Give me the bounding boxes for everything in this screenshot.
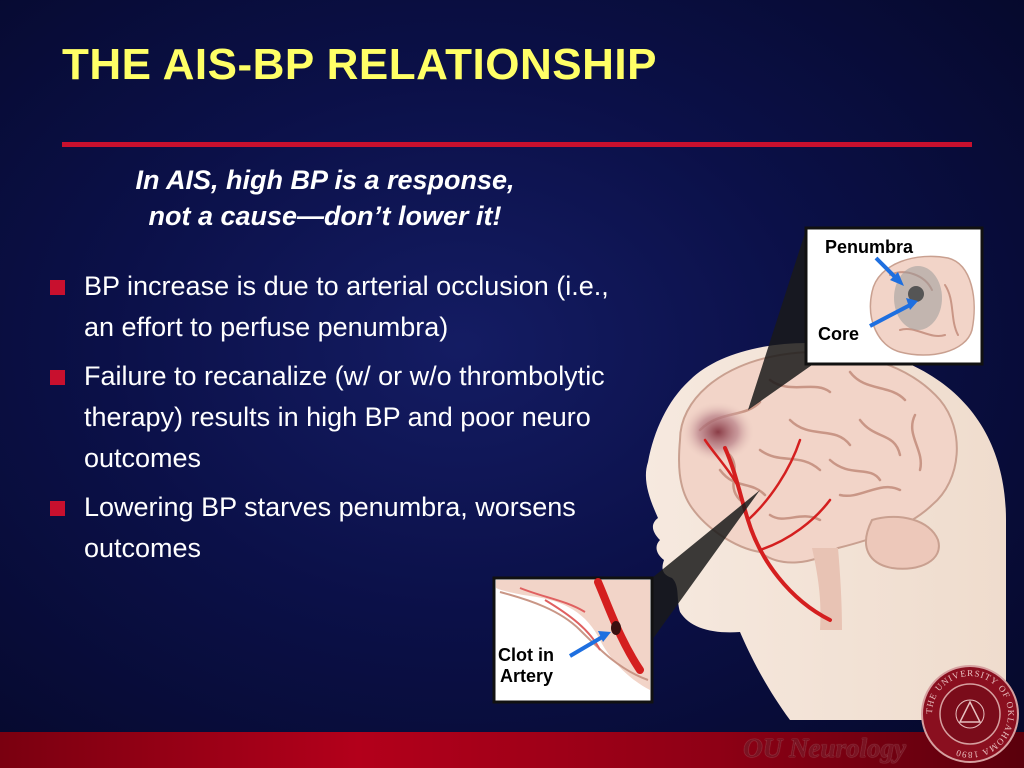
lesion-area [682,402,754,462]
label-core: Core [818,324,859,344]
clot-mark [611,621,621,635]
subtitle-line-1: In AIS, high BP is a response, [135,165,515,195]
bullet-square-icon [50,370,65,385]
title-divider [62,142,972,147]
penumbra-region [894,266,942,330]
clot-arrow-icon [568,634,606,658]
inset-penumbra-core: Penumbra Core [804,226,984,366]
brain-folds [698,370,923,522]
bullet-square-icon [50,501,65,516]
bullet-text: Lowering BP starves penumbra, worsens ou… [84,492,576,563]
callout-connector-top [748,230,812,410]
bullet-square-icon [50,280,65,295]
inset-clot: Clot in Artery [492,576,654,704]
brain-stem [812,548,842,630]
core-region [908,286,924,302]
footer-bar [0,732,1024,768]
core-arrow-icon [869,302,913,328]
bullet-text: Failure to recanalize (w/ or w/o thrombo… [84,361,605,473]
bullet-item: Failure to recanalize (w/ or w/o thrombo… [46,356,626,479]
brain-shape [678,351,958,564]
label-penumbra: Penumbra [825,237,914,257]
footer-brand: OU Neurology [743,733,906,763]
subtitle-line-2: not a cause—don’t lower it! [148,201,502,231]
bullet-text: BP increase is due to arterial occlusion… [84,271,609,342]
label-clot-line-1: Clot in [498,645,554,665]
clot-artery-vessel [594,578,644,674]
bullet-item: Lowering BP starves penumbra, worsens ou… [46,487,626,569]
callout-connector-bottom [652,490,760,640]
label-clot-line-2: Artery [500,666,553,686]
slide-title: THE AIS-BP RELATIONSHIP [62,40,657,89]
bullet-item: BP increase is due to arterial occlusion… [46,266,626,348]
university-seal-icon: THE UNIVERSITY OF OKLAHOMA 1890 [921,665,1019,763]
penumbra-arrow-icon [874,256,902,284]
slide-subtitle: In AIS, high BP is a response, not a cau… [60,162,590,234]
cerebellum [865,516,940,570]
bullet-list: BP increase is due to arterial occlusion… [46,266,626,577]
artery-vessel [723,446,832,622]
artery-branch [703,438,832,552]
